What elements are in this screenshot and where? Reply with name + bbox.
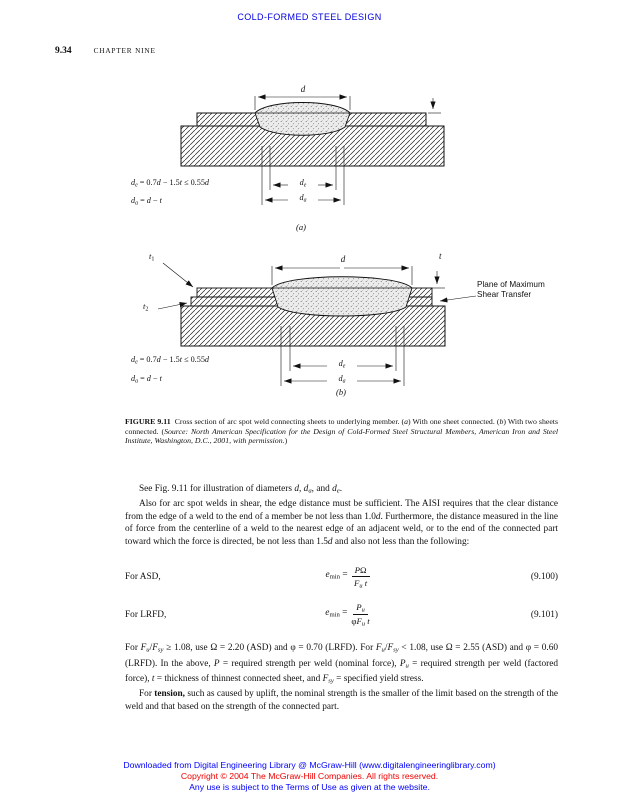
- diagram-b-dim-d-label: d: [340, 254, 346, 264]
- diagram-a-da-equation: da = d − t: [131, 196, 162, 207]
- diagram-b-da-equation: da = d − t: [131, 374, 162, 385]
- figure-caption: FIGURE 9.11 Cross section of arc spot we…: [125, 417, 558, 446]
- figure-9-11-diagrams: [157, 94, 477, 386]
- page-number: 9.34: [55, 46, 72, 56]
- paragraph-edge-distance: Also for arc spot welds in shear, the ed…: [125, 499, 558, 548]
- running-header-title: COLD-FORMED STEEL DESIGN: [237, 12, 382, 22]
- fraction-numerator: PΩ: [351, 565, 370, 577]
- equation-asd-number: (9.100): [530, 571, 558, 582]
- equation-lrfd-lhs: emin =: [325, 608, 348, 619]
- equation-9-100: For ASD, emin = PΩ Fu t (9.100): [125, 565, 558, 590]
- diagram-a-dim-d-label: d: [300, 84, 306, 94]
- diagram-b: [157, 262, 477, 386]
- body-text: See Fig. 9.11 for illustration of diamet…: [125, 483, 558, 713]
- diagram-b-t-label: t: [439, 251, 442, 261]
- diagram-b-t2-label: t2: [143, 301, 149, 313]
- equation-lrfd-expression: emin = Pu φFu t: [197, 602, 498, 629]
- diagram-b-de-equation: de = 0.7d − 1.5t ≤ 0.55d: [131, 355, 210, 366]
- chapter-label: CHAPTER NINE: [93, 46, 156, 55]
- paragraph-see-fig: See Fig. 9.11 for illustration of diamet…: [139, 484, 343, 495]
- equation-asd-fraction: PΩ Fu t: [351, 565, 370, 590]
- footer-copyright: Copyright © 2004 The McGraw-Hill Compani…: [180, 771, 439, 781]
- plane-label-line2: Shear Transfer: [477, 290, 532, 299]
- plane-label-line1: Plane of Maximum: [477, 280, 545, 289]
- page-footer: Downloaded from Digital Engineering Libr…: [0, 760, 619, 793]
- equation-lrfd-number: (9.101): [530, 609, 558, 620]
- diagram-b-dim-da-label: da: [338, 374, 346, 385]
- fraction-numerator: Pu: [353, 602, 368, 616]
- equation-lrfd-fraction: Pu φFu t: [351, 602, 369, 629]
- footer-download-link[interactable]: Downloaded from Digital Engineering Libr…: [123, 760, 496, 770]
- weld-nugget: [271, 276, 413, 317]
- footer-terms: Any use is subject to the Terms of Use a…: [189, 782, 430, 792]
- equation-9-101: For LRFD, emin = Pu φFu t (9.101): [125, 602, 558, 629]
- equation-lrfd-label: For LRFD,: [125, 609, 167, 620]
- fraction-denominator: φFu t: [351, 616, 370, 629]
- diagram-b-t1-label: t1: [149, 251, 155, 263]
- diagram-a: [180, 94, 445, 205]
- paragraph-factors: For Fu/Fsy ≥ 1.08, use Ω = 2.20 (ASD) an…: [125, 643, 559, 685]
- diagram-a-sublabel: (a): [296, 222, 306, 232]
- plane-of-max-shear-label: Plane of Maximum Shear Transfer: [477, 280, 617, 300]
- equation-asd-lhs: emin =: [325, 570, 348, 582]
- diagram-b-dim-de-label: de: [338, 359, 346, 370]
- weld-nugget: [254, 102, 351, 136]
- running-head: 9.34 CHAPTER NINE: [55, 40, 156, 58]
- diagram-a-de-equation: de = 0.7d − 1.5t ≤ 0.55d: [131, 178, 210, 189]
- equation-asd-expression: emin = PΩ Fu t: [197, 565, 498, 590]
- diagram-a-dim-de-label: de: [299, 178, 307, 189]
- dimension-lines-a: [254, 94, 441, 205]
- equation-asd-label: For ASD,: [125, 571, 161, 582]
- paragraph-tension: For tension, such as caused by uplift, t…: [125, 689, 558, 712]
- fraction-denominator: Fu t: [353, 577, 368, 590]
- diagram-a-dim-da-label: da: [299, 193, 307, 204]
- diagram-b-sublabel: (b): [336, 387, 346, 397]
- dimension-lines-b: [157, 262, 477, 386]
